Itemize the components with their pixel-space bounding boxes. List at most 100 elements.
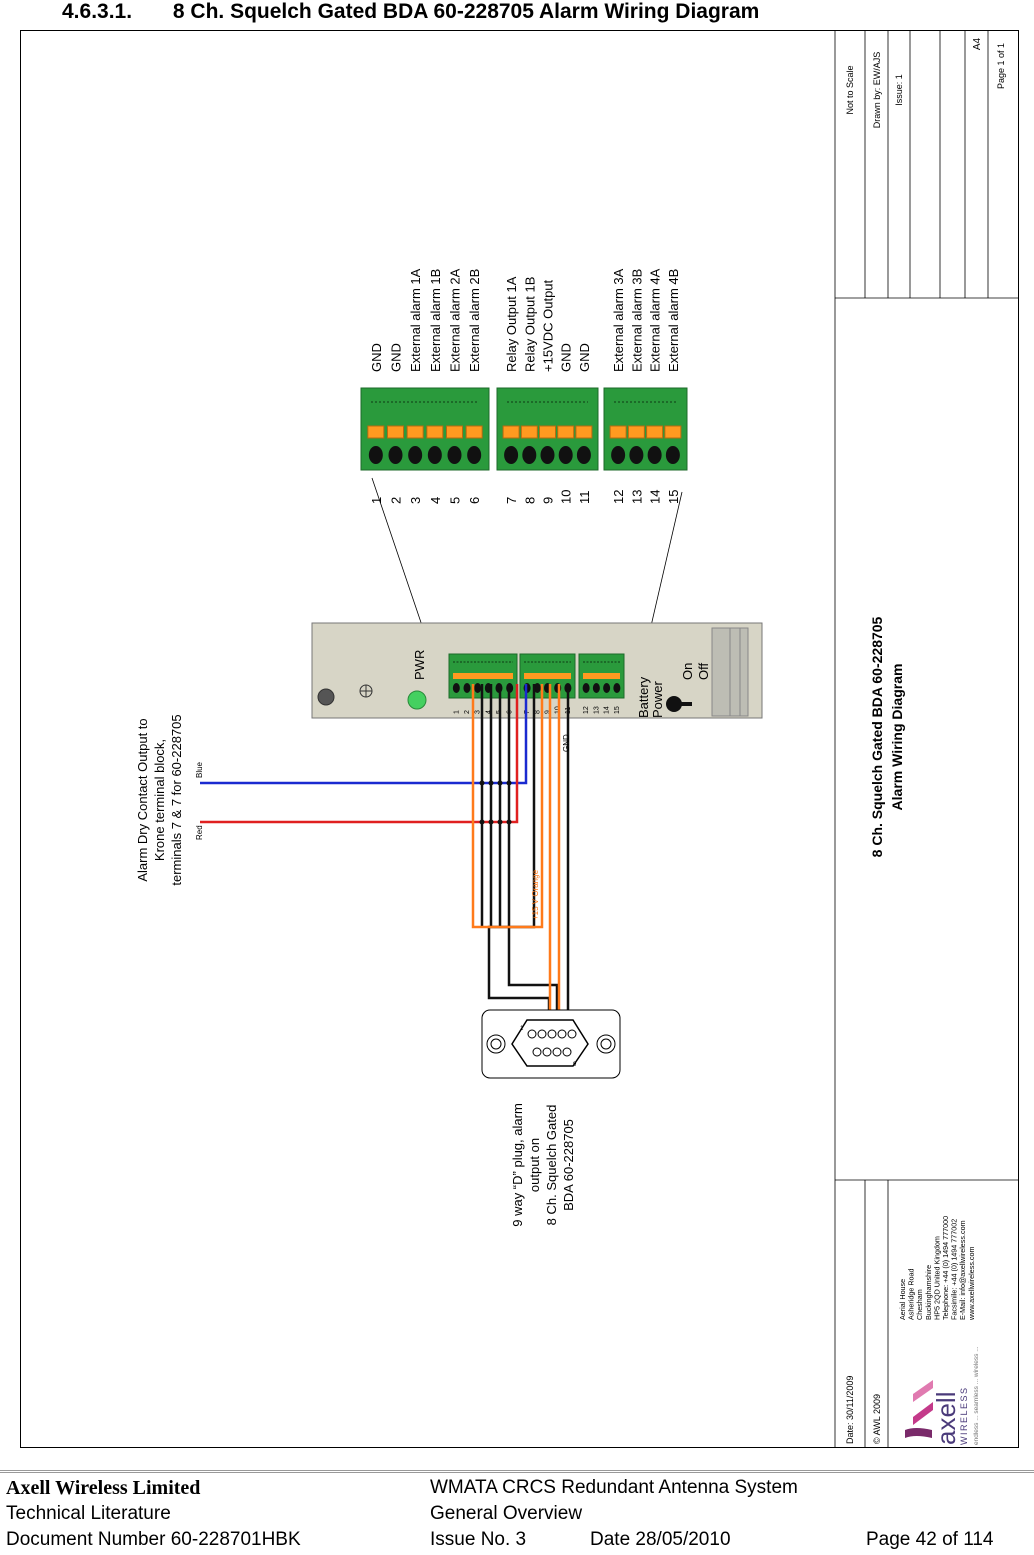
module-pin-number: 7 (524, 710, 531, 714)
terminal-clamp (406, 425, 424, 439)
logo-mark (905, 1428, 932, 1438)
terminal-number: 12 (611, 490, 626, 504)
terminal-number: 1 (369, 497, 384, 504)
terminal-clamp (575, 425, 593, 439)
logo-text: axell (931, 1392, 961, 1445)
wire-orange (471, 684, 544, 929)
wire-blue (200, 684, 528, 785)
terminal-screw (647, 446, 662, 464)
module-pin-number: 12 (583, 706, 590, 714)
technical-literature: Technical Literature (6, 1503, 171, 1524)
general-overview: General Overview (430, 1503, 583, 1524)
terminal-number: 6 (467, 497, 482, 504)
d-plug-note: 9 way “D” plug, alarm output on 8 Ch. Sq… (510, 1103, 576, 1227)
terminal-label: +15VDC Output (541, 279, 556, 372)
alarm-note: Alarm Dry Contact Output to Krone termin… (135, 714, 184, 885)
terminal-clamp (646, 425, 664, 439)
module-pin-number: 14 (604, 706, 611, 714)
terminal-label: External alarm 3B (629, 269, 644, 372)
module-terminal-screw (452, 683, 460, 693)
title-block (834, 30, 1019, 1448)
scale-note: Not to Scale (845, 65, 855, 114)
gnd-label: GND (562, 734, 571, 752)
terminal-clamp (557, 425, 575, 439)
address-line: Buckinghamshire (924, 1265, 933, 1320)
terminal-label: Relay Output 1B (522, 277, 537, 372)
address-line: Facsimile: +44 (0) 1494 777002 (950, 1219, 959, 1320)
terminal-screw (467, 446, 482, 464)
module-terminal-screw (463, 683, 471, 693)
module-pin-number: 9 (545, 710, 552, 714)
terminal-clamp (520, 425, 538, 439)
module-terminal-screw (474, 683, 482, 693)
terminal-screw (388, 446, 403, 464)
module-pin-number: 3 (475, 710, 482, 714)
d-pin-9: 9 (573, 1062, 577, 1068)
terminal-number: 3 (408, 497, 423, 504)
terminal-label: Relay Output 1A (504, 276, 519, 372)
terminal-clamp (367, 425, 385, 439)
terminal-number: 10 (559, 490, 574, 504)
svg-text:terminals 7 & 7 for 60-228705: terminals 7 & 7 for 60-228705 (169, 714, 184, 885)
wire-black (487, 684, 551, 1015)
on-label: On (680, 663, 695, 680)
terminal-screw (558, 446, 573, 464)
red-wire-label: Red (195, 825, 204, 840)
terminal-number: 5 (448, 497, 463, 504)
svg-text:9 way “D” plug, alarm: 9 way “D” plug, alarm (510, 1103, 525, 1227)
svg-text:BDA 60-228705: BDA 60-228705 (561, 1119, 576, 1211)
terminal-number: 4 (428, 497, 443, 504)
page-footer: Axell Wireless Limited Technical Literat… (0, 1470, 1034, 1555)
logo-tagline: endless ... seamless ... wireless ... (973, 1346, 980, 1445)
drawing-title-1: 8 Ch. Squelch Gated BDA 60-228705 (869, 616, 885, 857)
terminal-screw (368, 446, 383, 464)
terminal-number: 2 (389, 497, 404, 504)
terminal-screw (408, 446, 423, 464)
issue-date: Date 28/05/2010 (590, 1529, 731, 1550)
system-name: WMATA CRCS Redundant Antenna System (430, 1477, 798, 1498)
terminal-clamp (446, 425, 463, 439)
copyright: © AWL 2009 (872, 1394, 882, 1444)
svg-text:output on: output on (527, 1138, 542, 1192)
terminal-number: 15 (666, 490, 681, 504)
terminal-label: GND (559, 343, 574, 372)
address-line: E-Mail: info@axellwireless.com (958, 1220, 967, 1320)
title-block-text: Not to Scale Drawn by: EW/AJS Issue: 1 A… (845, 37, 1006, 1444)
terminal-label: External alarm 2B (467, 269, 482, 372)
wiring-diagram: Not to Scale Drawn by: EW/AJS Issue: 1 A… (20, 30, 1019, 1448)
issue-note: Issue: 1 (894, 74, 904, 106)
module-terminal-screw (582, 683, 590, 693)
terminal-screw (504, 446, 519, 464)
address-line: www.axellwireless.com (967, 1246, 976, 1321)
off-label: Off (696, 663, 711, 680)
wires (200, 684, 570, 1015)
terminal-number: 14 (648, 490, 663, 504)
svg-text:Krone terminal block,: Krone terminal block, (152, 739, 167, 861)
svg-text:Alarm Dry Contact Output to: Alarm Dry Contact Output to (135, 718, 150, 881)
address-line: Telephone: +44 (0) 1494 777000 (941, 1216, 950, 1320)
terminal-screw (522, 446, 537, 464)
terminal-label: External alarm 4B (666, 269, 681, 372)
pwr-label: PWR (412, 650, 427, 680)
module-terminal-screw (592, 683, 600, 693)
address-line: Asheridge Road (907, 1268, 916, 1320)
terminal-number: 9 (541, 497, 556, 504)
terminal-screw (629, 446, 644, 464)
terminal-screw (427, 446, 442, 464)
terminal-screw (576, 446, 591, 464)
terminal-number: 8 (522, 497, 537, 504)
terminal-label: External alarm 3A (611, 268, 626, 372)
document-number: Document Number 60-228701HBK (6, 1529, 301, 1550)
address-line: Aerial House (898, 1279, 907, 1320)
module-terminal-screw (533, 683, 541, 693)
wire-black (507, 684, 559, 1015)
terminal-label: GND (577, 343, 592, 372)
issue-number: Issue No. 3 (430, 1529, 527, 1550)
terminal-clamp (664, 425, 682, 439)
power-label: Power (650, 680, 665, 718)
terminal-screw (611, 446, 626, 464)
address-line: Chesham (915, 1289, 924, 1320)
axell-logo: axell WIRELESS endless ... seamless ... … (905, 1346, 980, 1445)
pwr-led (407, 690, 427, 710)
